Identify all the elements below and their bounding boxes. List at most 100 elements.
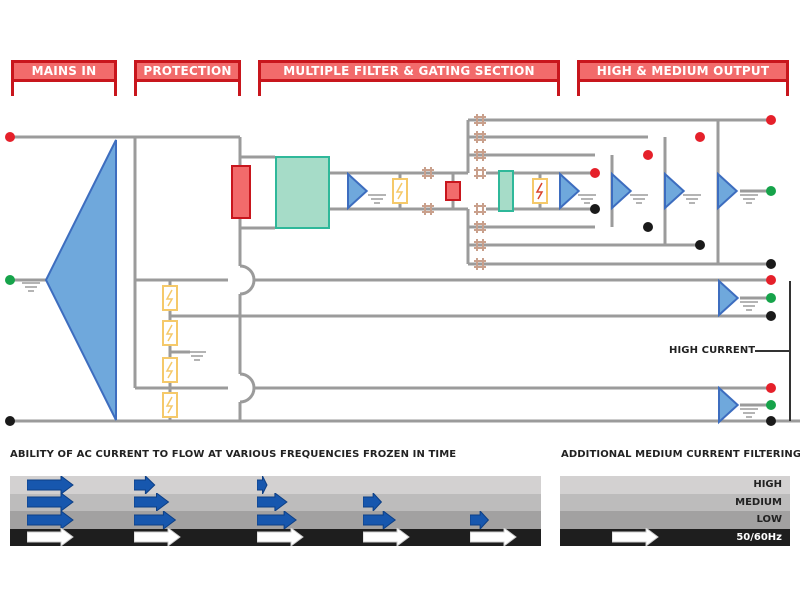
surge-body: [532, 178, 548, 204]
wire: [239, 264, 256, 296]
neutral-terminal: [766, 311, 776, 321]
frequency-flow-arrow: [257, 510, 297, 529]
header-leg: [557, 80, 560, 96]
arrow-shape: [612, 528, 659, 546]
arrow-shape: [470, 528, 517, 546]
surge-protector-icon: [392, 178, 408, 204]
header-leg: [577, 80, 580, 96]
high-current-label: HIGH CURRENT: [669, 345, 756, 356]
arrow-shape: [470, 510, 490, 529]
ground-icon: [188, 351, 206, 361]
lightning-icon: [165, 396, 174, 414]
frequency-flow-arrow: [134, 493, 170, 511]
arrow-shape: [257, 475, 268, 494]
live-terminal: [695, 132, 705, 142]
high-current-leader: [755, 350, 790, 352]
mains-flow-arrow: [363, 528, 410, 546]
surge-body: [162, 285, 178, 311]
filter-triangle-icon: [718, 385, 740, 425]
mains-flow-arrow: [27, 528, 74, 546]
frequency-flow-arrow: [27, 493, 74, 511]
frequency-flow-arrow: [27, 510, 74, 529]
wires: [14, 118, 800, 423]
neutral-terminal: [590, 204, 600, 214]
band-5060hz: 50/60Hz: [560, 528, 790, 546]
header-output: HIGH & MEDIUM OUTPUT: [577, 60, 789, 96]
ground-icon: [740, 194, 758, 204]
surge-body: [392, 178, 408, 204]
surge-body: [162, 320, 178, 346]
live-terminal: [5, 132, 15, 142]
choke-icon: [474, 203, 486, 215]
lightning-icon: [165, 289, 174, 307]
earth-terminal: [766, 293, 776, 303]
circuit-diagram: [5, 114, 800, 426]
band-label: HIGH: [753, 479, 782, 490]
frequency-flow-chart: [10, 475, 541, 546]
surge-protector-icon: [162, 320, 178, 346]
surge-protector-icon: [162, 285, 178, 311]
filter-triangle-icon: [718, 278, 740, 318]
choke-icon: [422, 167, 434, 179]
filter-block-icon: [275, 156, 330, 229]
band-high: HIGH: [560, 476, 790, 494]
header-leg: [238, 80, 241, 96]
header-label: PROTECTION: [134, 60, 241, 82]
header-label: MAINS IN: [11, 60, 117, 82]
live-terminal: [590, 168, 600, 178]
choke-icon: [474, 149, 486, 161]
neutral-terminal: [766, 259, 776, 269]
choke-icon: [474, 239, 486, 251]
choke-icon: [422, 203, 434, 215]
filter-triangle-icon: [559, 171, 581, 211]
frequency-flow-arrow: [470, 510, 490, 529]
components: [5, 114, 776, 426]
ground-icon: [22, 282, 40, 292]
arrow-shape: [27, 510, 74, 529]
mains-flow-arrow: [612, 528, 659, 546]
resistor-icon: [231, 165, 251, 219]
arrow-shape: [134, 510, 177, 529]
frequency-flow-arrow: [134, 475, 156, 494]
choke-icon: [474, 258, 486, 270]
frequency-flow-arrow: [363, 493, 383, 511]
arrow-shape: [27, 528, 74, 546]
filter-block-icon: [498, 170, 514, 212]
left-chart-title: ABILITY OF AC CURRENT TO FLOW AT VARIOUS…: [10, 449, 457, 460]
surge-body: [162, 392, 178, 418]
surge-protector-icon: [532, 178, 548, 204]
header-mains-in: MAINS IN: [11, 60, 117, 96]
live-terminal: [766, 383, 776, 393]
mains-flow-arrow: [134, 528, 181, 546]
filter-triangle-icon: [611, 171, 633, 211]
neutral-terminal: [695, 240, 705, 250]
choke-icon: [474, 114, 486, 126]
band-label: 50/60Hz: [736, 531, 782, 543]
choke-icon: [474, 221, 486, 233]
arrow-shape: [363, 528, 410, 546]
earth-terminal: [766, 400, 776, 410]
band-label: LOW: [756, 514, 782, 525]
header-label: MULTIPLE FILTER & GATING SECTION: [258, 60, 560, 82]
live-terminal: [766, 275, 776, 285]
earth-terminal: [766, 186, 776, 196]
neutral-terminal: [5, 416, 15, 426]
band-high: [10, 476, 541, 494]
band-low: LOW: [560, 511, 790, 529]
arrow-shape: [363, 493, 383, 511]
ground-icon: [683, 194, 701, 204]
header-leg: [114, 80, 117, 96]
band-label: MEDIUM: [735, 496, 782, 508]
arrow-shape: [257, 510, 297, 529]
header-leg: [258, 80, 261, 96]
arrow-shape: [257, 493, 288, 511]
neutral-terminal: [643, 222, 653, 232]
header-leg: [786, 80, 789, 96]
lightning-icon: [165, 361, 174, 379]
header-label: HIGH & MEDIUM OUTPUT: [577, 60, 789, 82]
header-leg: [134, 80, 137, 96]
header-filter-gating: MULTIPLE FILTER & GATING SECTION: [258, 60, 560, 96]
frequency-flow-arrow: [27, 475, 74, 494]
arrow-shape: [27, 493, 74, 511]
ground-icon: [740, 408, 758, 418]
